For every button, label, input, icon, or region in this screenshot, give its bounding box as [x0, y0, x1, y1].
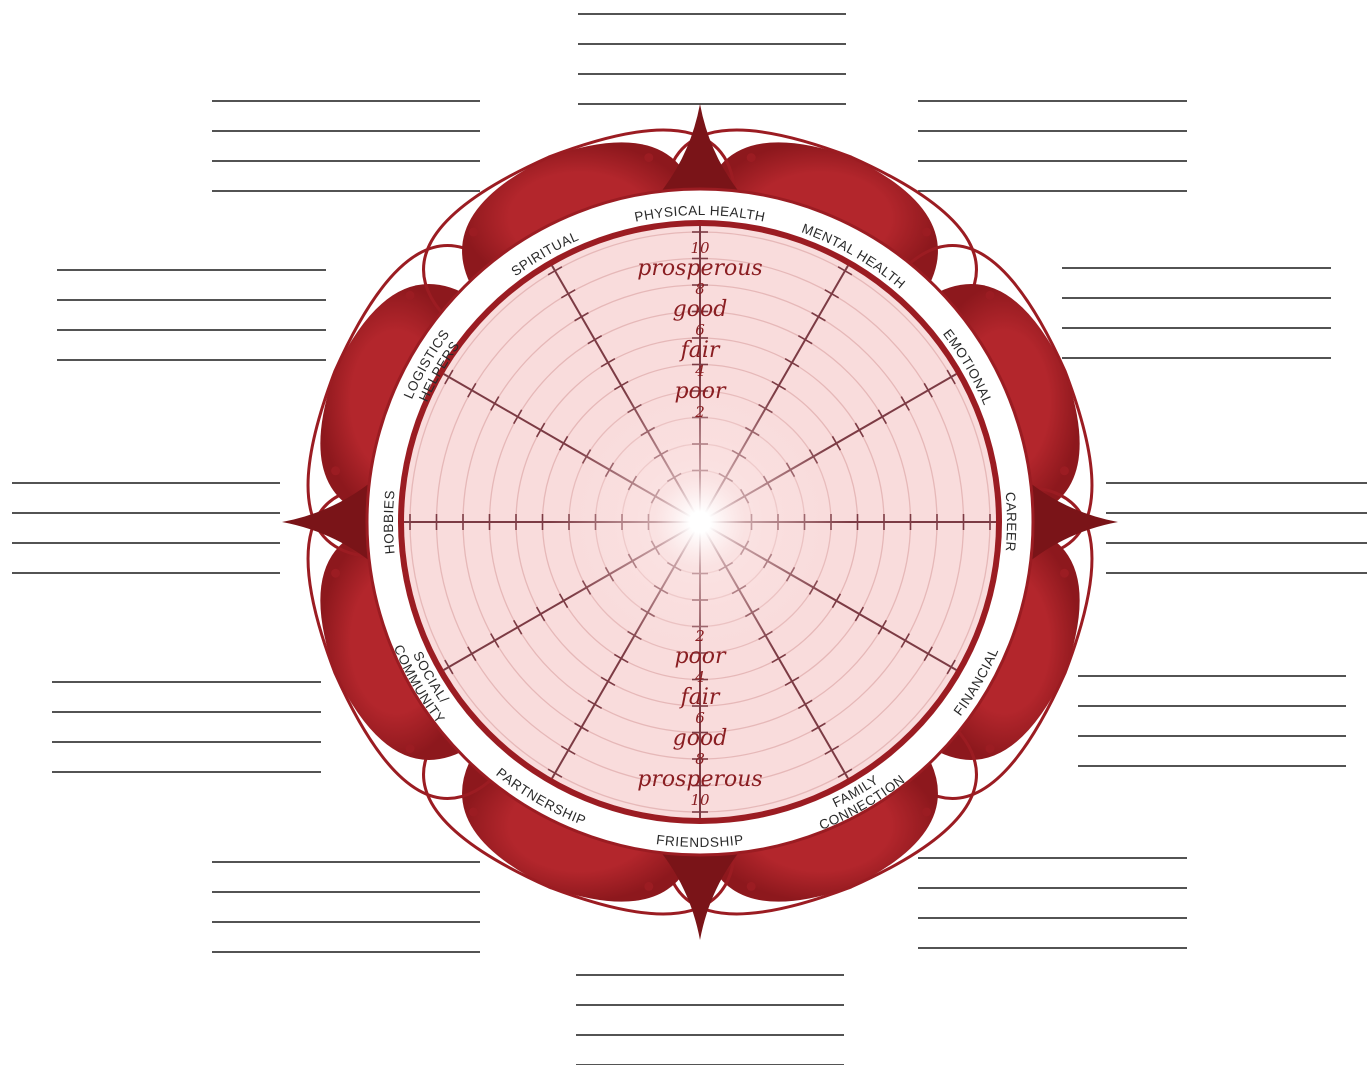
decor-dot: [922, 228, 931, 237]
scale-word: good: [673, 297, 728, 322]
scale-number: 10: [690, 791, 710, 809]
scale-word: poor: [674, 379, 727, 404]
decor-dot: [1060, 569, 1069, 578]
decor-dot: [747, 153, 756, 162]
decor-dot: [406, 291, 415, 300]
decor-dot: [985, 744, 994, 753]
decor-dot: [985, 291, 994, 300]
decor-dot: [644, 153, 653, 162]
scale-number: 4: [694, 362, 705, 380]
decor-dot: [406, 744, 415, 753]
decor-dot: [331, 569, 340, 578]
scale-word: prosperous: [637, 767, 762, 792]
segment-label-career: CAREER: [1003, 491, 1019, 552]
decor-dot: [469, 807, 478, 816]
scale-word: good: [673, 726, 728, 751]
decor-dot: [469, 228, 478, 237]
scale-word: prosperous: [637, 256, 762, 281]
decor-dot: [1060, 466, 1069, 475]
scale-number: 2: [694, 627, 705, 645]
decor-dot: [331, 466, 340, 475]
scale-number: 10: [690, 239, 710, 257]
scale-number: 2: [694, 403, 705, 421]
scale-number: 4: [694, 668, 705, 686]
scale-number: 8: [695, 750, 705, 768]
decor-dot: [922, 807, 931, 816]
decor-dot: [644, 882, 653, 891]
scale-word: fair: [679, 685, 721, 710]
scale-number: 8: [695, 280, 705, 298]
scale-number: 6: [695, 321, 705, 339]
scale-word: fair: [679, 338, 721, 363]
scale-word: poor: [674, 644, 727, 669]
decor-dot: [747, 882, 756, 891]
scale-number: 6: [695, 709, 705, 727]
